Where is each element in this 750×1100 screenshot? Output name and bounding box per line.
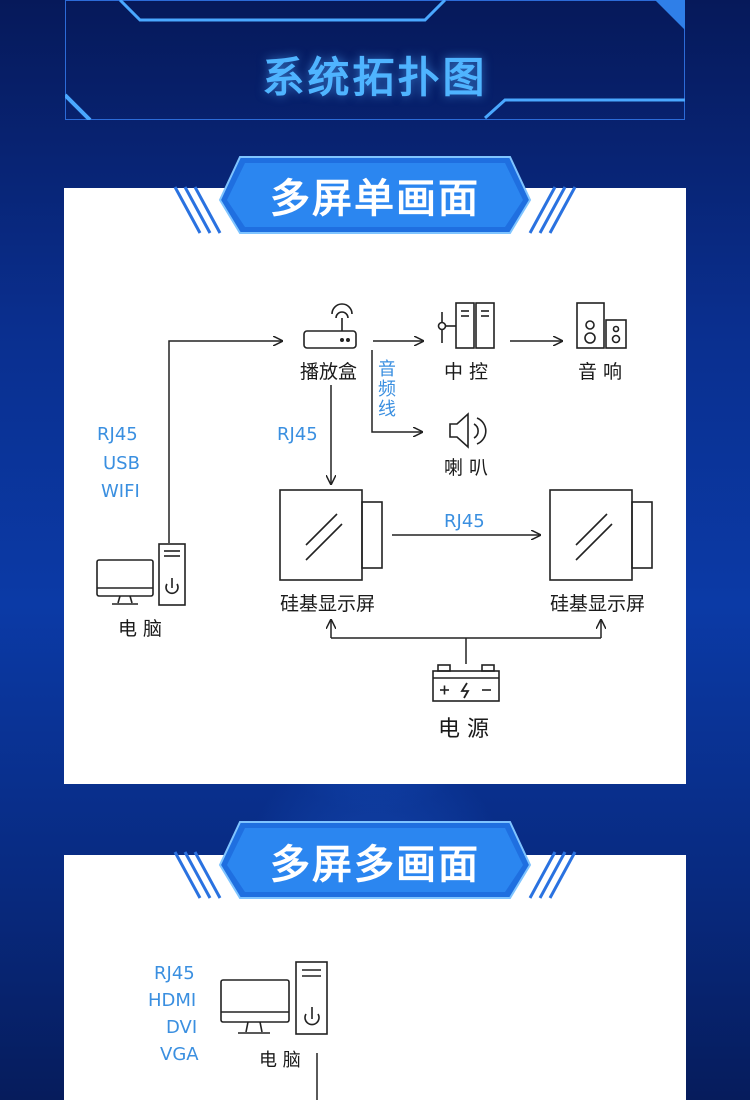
label-computer: 电 脑	[118, 618, 163, 640]
section-banner-2	[173, 821, 577, 899]
label-screen-left: 硅基显示屏	[280, 593, 376, 615]
page-title: 系统拓扑图	[262, 53, 488, 102]
link-label-player-screen: RJ45	[277, 424, 318, 445]
link-label-usb: USB	[103, 453, 140, 474]
link-label-rj45-2: RJ45	[154, 963, 195, 984]
link-label-dvi: DVI	[166, 1017, 198, 1038]
label-computer-2: 电 脑	[259, 1050, 301, 1071]
screen-icon-left	[279, 489, 383, 581]
audio-speaker-icon	[576, 302, 627, 349]
link-label-hdmi: HDMI	[148, 990, 197, 1011]
computer-icon	[220, 961, 328, 1035]
link-label-vga: VGA	[160, 1044, 199, 1065]
label-screen-right: 硅基显示屏	[550, 593, 646, 615]
section-title-2: 多屏多画面	[270, 842, 480, 888]
link-label-rj45: RJ45	[97, 424, 138, 445]
link-computer-player	[168, 341, 282, 543]
link-player-speaker	[371, 350, 422, 432]
topology-panel-single	[64, 188, 686, 784]
label-audio: 音 响	[578, 361, 623, 383]
link-label-screen-screen: RJ45	[444, 511, 485, 532]
label-speaker: 喇 叭	[444, 457, 489, 479]
battery-icon	[432, 664, 500, 702]
section-banner-1	[173, 156, 577, 234]
link-label-audio-line: 音频线	[378, 359, 396, 420]
screen-icon-right	[549, 489, 653, 581]
computer-icon	[96, 543, 186, 606]
label-control: 中 控	[444, 361, 489, 383]
title-frame	[65, 0, 685, 120]
link-label-wifi: WIFI	[101, 481, 140, 502]
router-icon	[303, 303, 357, 349]
label-power: 电 源	[438, 717, 489, 742]
speaker-icon	[449, 412, 487, 449]
section-title-1: 多屏单画面	[270, 176, 480, 222]
control-icon	[437, 302, 495, 349]
label-player: 播放盒	[300, 361, 358, 383]
